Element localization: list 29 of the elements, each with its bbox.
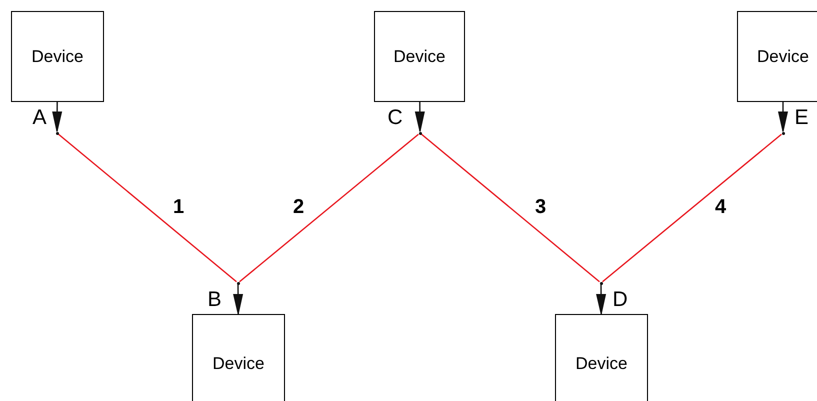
device-label: Device <box>212 354 264 374</box>
device-box <box>737 11 817 102</box>
arrow <box>778 102 788 132</box>
arrow <box>233 284 244 314</box>
device-box <box>11 11 104 102</box>
connection-line <box>58 134 237 282</box>
device-label: Device <box>32 46 84 66</box>
arrow <box>596 284 606 314</box>
junction-dot <box>418 132 422 134</box>
device-label: Device <box>576 354 628 374</box>
junction-dot <box>782 132 784 134</box>
junction-dot <box>600 282 602 284</box>
port-letter: A <box>32 106 47 128</box>
connection-line <box>239 134 419 282</box>
junction-dot <box>236 282 240 284</box>
port-letter: E <box>794 106 809 128</box>
device-label: Device <box>757 46 809 66</box>
connection-line <box>602 134 782 282</box>
junction-dot <box>56 132 58 134</box>
port-letter: B <box>208 288 222 310</box>
arrow <box>52 102 62 132</box>
device-box <box>374 11 465 102</box>
port-letter: C <box>388 106 403 128</box>
device-label: Device <box>394 46 446 66</box>
port-letter: D <box>612 288 628 310</box>
arrow <box>414 102 425 132</box>
device-box <box>555 314 648 401</box>
device-box <box>192 314 285 401</box>
connection-line <box>421 134 600 282</box>
